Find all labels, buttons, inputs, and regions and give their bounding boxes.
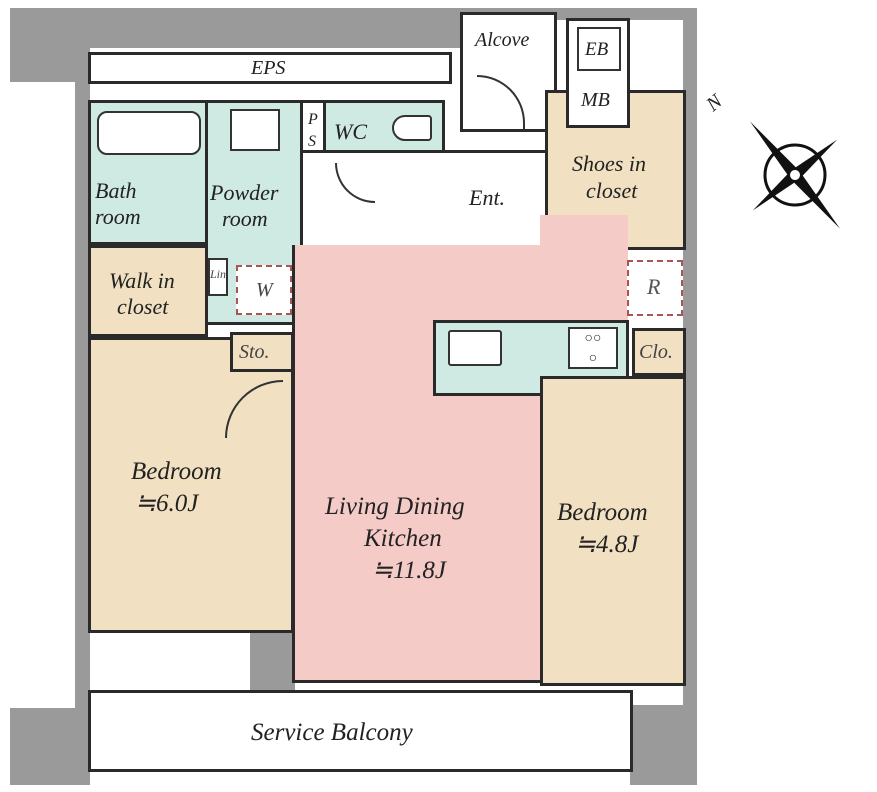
bedroom-1: Bedroom ≒6.0J xyxy=(88,337,294,633)
eps-label: EPS xyxy=(251,57,286,79)
bedroom1-size: ≒6.0J xyxy=(135,490,199,517)
wall-left xyxy=(75,80,90,710)
linen-closet: Lin xyxy=(208,258,228,296)
eps-room: EPS xyxy=(88,52,452,84)
walkin-label-2: closet xyxy=(117,294,169,319)
refrigerator-space: R xyxy=(627,260,683,316)
wall-right xyxy=(683,8,697,785)
storage: Sto. xyxy=(230,332,294,372)
ldk-size: ≒11.8J xyxy=(372,557,446,584)
alcove-label: Alcove xyxy=(475,29,530,51)
wall-bottom-right xyxy=(630,705,697,785)
bedroom1-door[interactable] xyxy=(225,380,283,438)
walk-in-closet: Walk in closet xyxy=(88,245,208,337)
linen-label: Lin xyxy=(210,267,227,281)
entrance: Ent. xyxy=(300,150,548,248)
balcony-label: Service Balcony xyxy=(251,719,413,746)
ldk-label-2: Kitchen xyxy=(364,525,442,552)
ps-label-p: P xyxy=(308,111,318,128)
eb-box: EB xyxy=(577,27,621,71)
stove-icon: ○○○ xyxy=(568,327,618,369)
refrigerator-label: R xyxy=(647,274,661,299)
bedroom-2: Bedroom ≒4.8J xyxy=(540,376,686,686)
meter-box: EB MB xyxy=(566,18,630,128)
ps-label-s: S xyxy=(308,133,316,150)
alcove: Alcove xyxy=(460,12,557,132)
wc-label: WC xyxy=(334,119,367,144)
powder-room: Powder room W Lin xyxy=(205,100,303,325)
wc-door[interactable] xyxy=(335,163,375,203)
washer-space: W xyxy=(236,265,292,315)
alcove-door[interactable] xyxy=(477,75,525,129)
shoes-label-2: closet xyxy=(586,178,638,203)
wall-top xyxy=(75,8,460,48)
bathtub-icon xyxy=(97,111,201,155)
toilet-icon xyxy=(392,115,432,141)
sink-icon xyxy=(230,109,280,151)
closet-label: Clo. xyxy=(639,341,673,363)
bathroom: Bath room xyxy=(88,100,208,245)
ldk-label-1: Living Dining xyxy=(325,493,465,520)
wall-bottom-left xyxy=(10,708,90,785)
walkin-label-1: Walk in xyxy=(109,268,175,293)
powder-label-2: room xyxy=(222,206,268,231)
service-balcony: Service Balcony xyxy=(88,690,633,772)
bedroom2-label: Bedroom xyxy=(557,499,648,526)
wall-column xyxy=(250,630,295,692)
washer-label: W xyxy=(256,279,273,301)
bedroom2-size: ≒4.8J xyxy=(575,531,639,558)
kitchen-area xyxy=(540,215,628,325)
bathroom-label-1: Bath xyxy=(95,178,137,203)
shoes-label-1: Shoes in xyxy=(572,151,646,176)
storage-label: Sto. xyxy=(239,341,270,363)
wall-balcony-left xyxy=(75,630,90,710)
ldk-upper xyxy=(295,245,545,325)
entrance-label: Ent. xyxy=(469,185,506,210)
closet: Clo. xyxy=(632,328,686,376)
mb-label: MB xyxy=(581,89,610,111)
kitchen-sink-icon xyxy=(448,330,502,366)
compass-icon: N xyxy=(700,90,875,240)
powder-label-1: Powder xyxy=(210,180,279,205)
wc: WC xyxy=(323,100,445,158)
bathroom-label-2: room xyxy=(95,204,141,229)
bedroom1-label: Bedroom xyxy=(131,458,222,485)
eb-label: EB xyxy=(585,39,609,60)
